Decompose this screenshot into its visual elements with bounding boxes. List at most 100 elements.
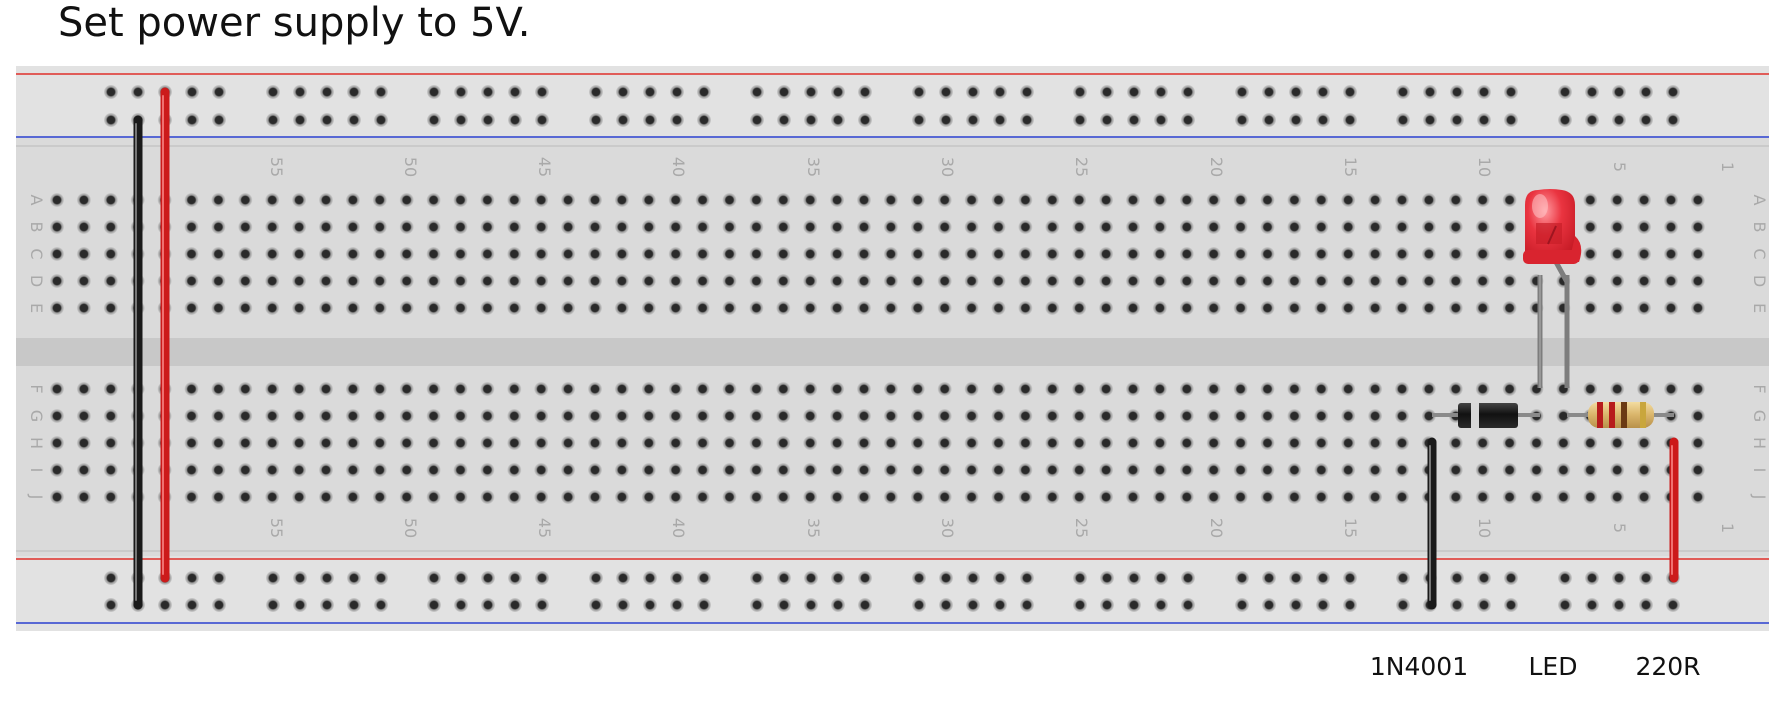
- hole-center: [1156, 466, 1164, 474]
- row-letter: A: [27, 195, 46, 206]
- hole-center: [673, 601, 681, 609]
- hole-center: [860, 223, 868, 231]
- hole-center: [806, 304, 814, 312]
- hole-center: [1319, 601, 1327, 609]
- hole-center: [994, 223, 1003, 231]
- hole-center: [591, 304, 599, 312]
- hole-center: [1183, 466, 1191, 474]
- hole-center: [591, 493, 599, 501]
- hole-center: [725, 493, 734, 501]
- hole-center: [214, 385, 222, 393]
- hole-center: [1479, 304, 1487, 312]
- hole-center: [1317, 385, 1325, 393]
- hole-center: [1398, 466, 1406, 474]
- hole-center: [456, 250, 465, 258]
- hole-center: [537, 196, 545, 204]
- hole-center: [1238, 601, 1246, 609]
- hole-center: [1075, 385, 1083, 393]
- hole-center: [1426, 116, 1434, 124]
- hole-center: [1479, 466, 1487, 474]
- hole-center: [1290, 385, 1298, 393]
- hole-center: [511, 116, 519, 124]
- hole-center: [214, 250, 222, 258]
- hole-center: [214, 439, 222, 447]
- hole-center: [350, 574, 358, 582]
- hole-center: [860, 277, 868, 285]
- hole-center: [807, 601, 815, 609]
- hole-center: [510, 412, 518, 420]
- hole-center: [834, 88, 842, 96]
- hole-center: [833, 439, 841, 447]
- hole-center: [1076, 574, 1084, 582]
- hole-center: [269, 88, 277, 96]
- hole-center: [1210, 304, 1218, 312]
- hole-center: [969, 574, 977, 582]
- hole-center: [1130, 574, 1138, 582]
- hole-center: [725, 196, 734, 204]
- row-letter: C: [1750, 248, 1769, 259]
- hole-center: [618, 412, 626, 420]
- hole-center: [1263, 277, 1272, 285]
- hole-center: [1238, 116, 1246, 124]
- hole-center: [1290, 250, 1298, 258]
- hole-center: [1561, 88, 1569, 96]
- hole-center: [430, 277, 438, 285]
- hole-center: [323, 601, 331, 609]
- hole-center: [510, 439, 518, 447]
- hole-center: [1694, 412, 1702, 420]
- hole-center: [377, 574, 385, 582]
- hole-center: [1344, 385, 1352, 393]
- hole-center: [700, 601, 708, 609]
- hole-center: [996, 601, 1004, 609]
- hole-center: [1263, 439, 1272, 447]
- hole-center: [1344, 196, 1352, 204]
- hole-center: [968, 304, 976, 312]
- hole-center: [295, 412, 303, 420]
- hole-center: [350, 116, 358, 124]
- hole-center: [994, 385, 1003, 393]
- hole-center: [672, 412, 680, 420]
- hole-center: [349, 196, 357, 204]
- hole-center: [699, 412, 707, 420]
- hole-center: [673, 574, 681, 582]
- hole-center: [1210, 196, 1218, 204]
- row-letter: J: [1750, 494, 1769, 500]
- hole-center: [942, 88, 950, 96]
- hole-center: [1398, 250, 1406, 258]
- hole-center: [1532, 439, 1541, 447]
- hole-center: [295, 277, 303, 285]
- hole-center: [1021, 493, 1029, 501]
- row-letter: H: [1750, 437, 1769, 449]
- hole-center: [80, 385, 88, 393]
- column-number: 25: [1072, 157, 1091, 177]
- hole-center: [1667, 385, 1675, 393]
- hole-center: [860, 196, 868, 204]
- hole-center: [861, 116, 869, 124]
- hole-center: [1613, 304, 1621, 312]
- hole-center: [1344, 223, 1352, 231]
- hole-center: [483, 277, 491, 285]
- hole-center: [1023, 116, 1031, 124]
- hole-center: [915, 601, 923, 609]
- hole-center: [241, 304, 249, 312]
- hole-center: [968, 277, 976, 285]
- hole-center: [860, 304, 868, 312]
- hole-center: [618, 196, 626, 204]
- hole-center: [564, 250, 572, 258]
- hole-center: [1075, 277, 1083, 285]
- hole-center: [699, 439, 707, 447]
- hole-center: [430, 88, 438, 96]
- hole-center: [673, 116, 681, 124]
- hole-center: [1453, 574, 1461, 582]
- hole-center: [1048, 466, 1056, 474]
- hole-center: [241, 439, 249, 447]
- hole-center: [1479, 385, 1487, 393]
- hole-center: [780, 601, 788, 609]
- hole-center: [887, 385, 895, 393]
- hole-center: [564, 304, 572, 312]
- hole-center: [942, 601, 950, 609]
- hole-center: [1263, 250, 1272, 258]
- hole-center: [107, 493, 115, 501]
- hole-center: [268, 277, 276, 285]
